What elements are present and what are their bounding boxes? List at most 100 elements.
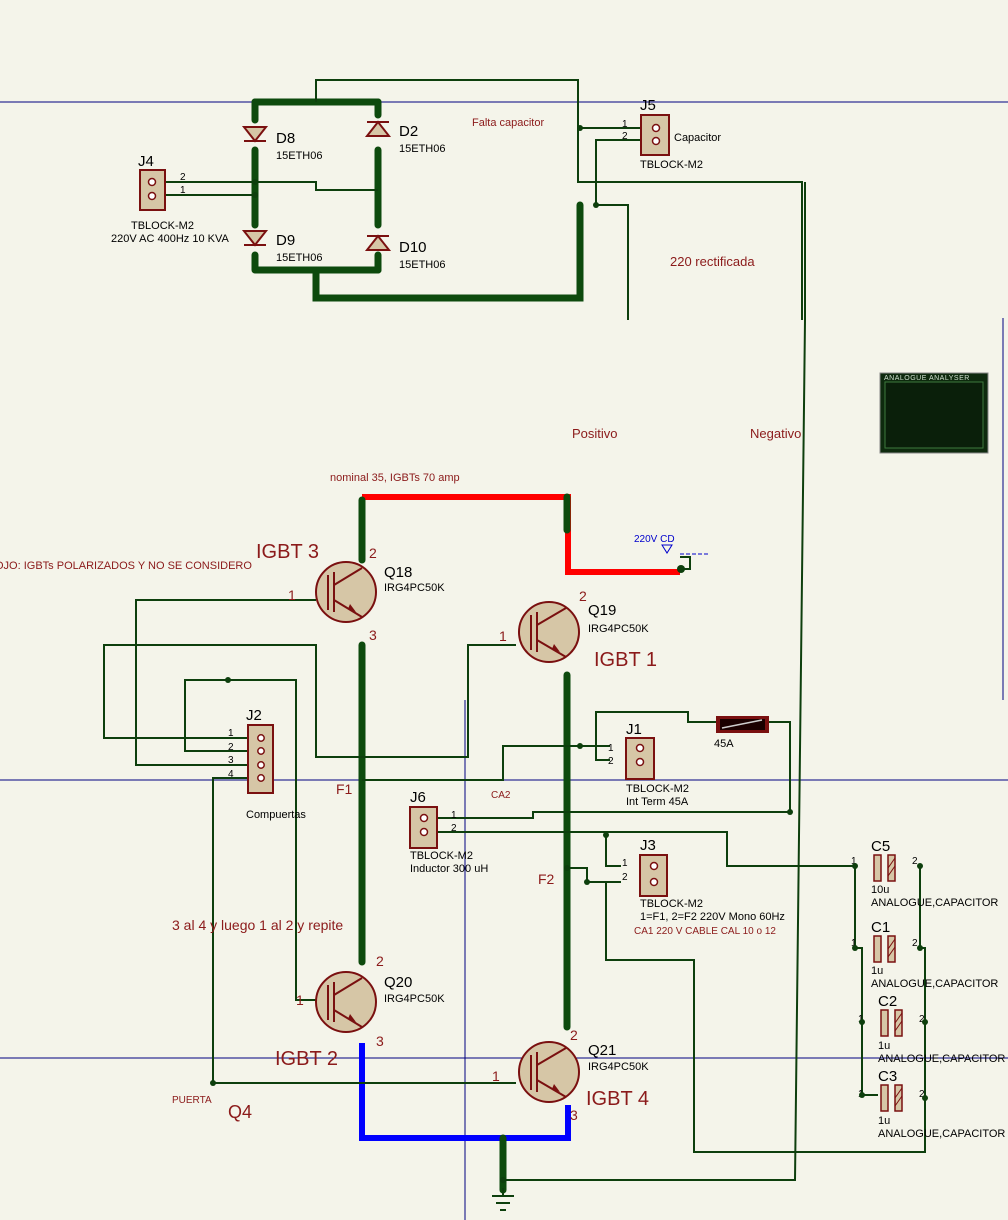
j5-pin-2: 2 [622,131,628,142]
note-negativo: Negativo [750,426,801,441]
c5-pin-1: 1 [851,856,857,867]
connector-j1-note: Int Term 45A [626,796,689,808]
c5-ref: C5 [871,838,890,855]
j1-pin-1: 1 [608,743,614,754]
diode-d9-value: 15ETH06 [276,252,322,264]
note-f1: F1 [336,781,353,797]
diode-d10-value: 15ETH06 [399,259,445,271]
q18-value: IRG4PC50K [384,582,445,594]
connector-j1-ref: J1 [626,721,642,738]
igbt-2-label: IGBT 2 [275,1048,338,1070]
analogue-analyser[interactable]: ANALOGUE ANALYSER [879,372,989,454]
connector-j6[interactable]: J6 1 2 TBLOCK-M2 Inductor 300 uH [409,789,488,875]
note-ca2: CA2 [491,790,511,801]
j2-pin-1: 1 [228,728,234,739]
c2-type: ANALOGUE,CAPACITOR [878,1053,1005,1065]
note-falta-capacitor: Falta capacitor [472,117,544,129]
connector-j3-value: TBLOCK-M2 [640,898,703,910]
capacitor-c1[interactable]: C1 1 2 1u ANALOGUE,CAPACITOR [851,919,998,990]
note-secuencia: 3 al 4 y luego 1 al 2 y repite [172,917,343,933]
j1-pin-2: 2 [608,756,614,767]
c5-value: 10u [871,884,889,896]
connector-j5[interactable]: J5 1 2 Capacitor TBLOCK-M2 [622,97,721,171]
igbt-q20[interactable]: IGBT 2 Q20 IRG4PC50K 1 2 3 [275,953,445,1070]
j6-pin-2: 2 [451,823,457,834]
capacitor-c3[interactable]: C3 1 2 1u ANALOGUE,CAPACITOR [858,1068,1005,1140]
j3-pin-2: 2 [622,872,628,883]
diode-d9[interactable]: D9 15ETH06 [241,230,322,264]
connector-j4[interactable]: J4 2 1 TBLOCK-M2 220V AC 400Hz 10 KVA [111,153,229,245]
c1-pin-2: 2 [912,938,918,949]
fuse-label: 45A [714,738,734,750]
connector-j4-body [139,169,166,211]
j4-pin-1: 1 [180,185,186,196]
c2-ref: C2 [878,993,897,1010]
dc-source-220v[interactable]: 220V CD [634,534,708,573]
connector-j1[interactable]: J1 1 2 TBLOCK-M2 Int Term 45A [608,721,689,808]
note-ca1: CA1 220 V CABLE CAL 10 o 12 [634,926,776,937]
q19-ref: Q19 [588,602,616,619]
connector-j6-ref: J6 [410,789,426,806]
q18-ref: Q18 [384,564,412,581]
j4-pin-2: 2 [180,172,186,183]
analyser-title: ANALOGUE ANALYSER [884,375,970,382]
q19-pin-1: 1 [499,628,507,644]
capacitor-c5[interactable]: C5 1 2 10u ANALOGUE,CAPACITOR [851,838,998,909]
diode-d10[interactable]: D10 15ETH06 [364,234,445,271]
cd-label: 220V CD [634,534,675,545]
q20-value: IRG4PC50K [384,993,445,1005]
connector-j5-note: Capacitor [674,132,721,144]
diode-symbol-d9 [241,230,269,247]
q21-value: IRG4PC50K [588,1061,649,1073]
igbt-q21[interactable]: IGBT 4 Q21 IRG4PC50K 1 2 3 [492,1027,649,1123]
connector-j3[interactable]: J3 1 2 TBLOCK-M2 1=F1, 2=F2 220V Mono 60… [622,837,785,923]
note-q4: Q4 [228,1102,252,1122]
q20-pin-1: 1 [296,992,304,1008]
igbt-4-label: IGBT 4 [586,1088,649,1110]
j2-pin-2: 2 [228,742,234,753]
q18-pin-1: 1 [288,587,296,603]
diode-symbol-d8 [241,126,269,143]
capacitor-c2[interactable]: C2 1 2 1u ANALOGUE,CAPACITOR [858,993,1005,1065]
c3-type: ANALOGUE,CAPACITOR [878,1128,1005,1140]
igbt-q18[interactable]: IGBT 3 Q18 IRG4PC50K 1 2 3 [256,541,445,643]
c3-pin-2: 2 [919,1089,925,1100]
diode-d9-ref: D9 [276,232,295,249]
q20-ref: Q20 [384,974,412,991]
j6-pin-1: 1 [451,810,457,821]
connector-j6-note: Inductor 300 uH [410,863,488,875]
diode-d2[interactable]: D2 15ETH06 [364,120,445,155]
diode-d8[interactable]: D8 15ETH06 [241,126,322,162]
connector-j2-ref: J2 [246,707,262,724]
c1-ref: C1 [871,919,890,936]
igbt-3-label: IGBT 3 [256,541,319,563]
connector-j5-ref: J5 [640,97,656,114]
connector-j5-value: TBLOCK-M2 [640,159,703,171]
main-bus-wires [358,493,571,1031]
connector-j3-note: 1=F1, 2=F2 220V Mono 60Hz [640,911,785,923]
c2-value: 1u [878,1040,890,1052]
diode-symbol-d10 [364,234,392,251]
connector-j3-body [639,854,668,897]
c1-value: 1u [871,965,883,977]
q21-pin-1: 1 [492,1068,500,1084]
j3-pin-1: 1 [622,858,628,869]
diode-d2-value: 15ETH06 [399,143,445,155]
note-nominal: nominal 35, IGBTs 70 amp [330,472,460,484]
note-220-rectificada: 220 rectificada [670,254,755,269]
guide-lines [0,101,1008,1220]
j2-pin-3: 3 [228,755,234,766]
gate-wires [103,182,926,1181]
note-puerta: PUERTA [172,1095,212,1106]
q19-pin-2: 2 [579,588,587,604]
fuse-45a[interactable]: 45A [714,716,769,750]
note-ojo: OJO: IGBTs POLARIZADOS Y NO SE CONSIDERO [0,560,252,572]
connector-j6-body [409,806,438,849]
igbt-q19[interactable]: IGBT 1 Q19 IRG4PC50K 1 2 [499,588,657,671]
j2-pin-4: 4 [228,769,234,780]
connector-j6-value: TBLOCK-M2 [410,850,473,862]
j5-pin-1: 1 [622,119,628,130]
c5-pin-2: 2 [912,856,918,867]
connector-j2[interactable]: J2 1 2 3 4 Compuertas [228,707,306,821]
